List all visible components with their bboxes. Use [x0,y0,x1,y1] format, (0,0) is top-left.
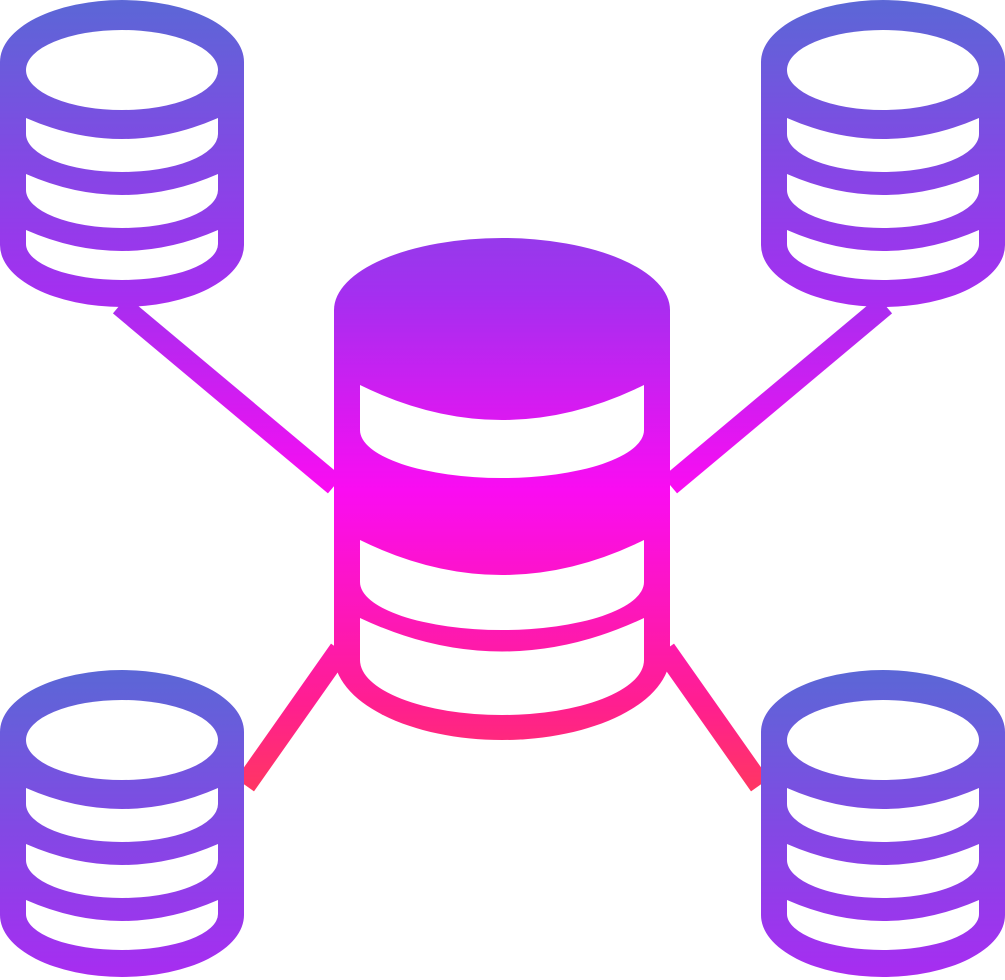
bottom-left-database [0,670,244,977]
connector-bottom-right [656,643,769,792]
center-band-2 [360,540,644,630]
center-band-1 [360,385,644,478]
bottom-right-database [761,670,1005,977]
top-left-database [0,0,244,307]
top-right-database [761,0,1005,307]
database-cutouts [26,700,218,950]
center-database-cutouts [360,385,644,715]
connector-top-right [662,296,893,494]
database-cutouts [787,700,979,950]
center-band-3 [360,618,644,715]
center-database [334,238,670,740]
database-cutouts [787,30,979,280]
connector-lines [112,296,893,792]
connector-bottom-left [236,643,349,792]
connector-top-left [112,296,343,494]
database-cutouts [26,30,218,280]
